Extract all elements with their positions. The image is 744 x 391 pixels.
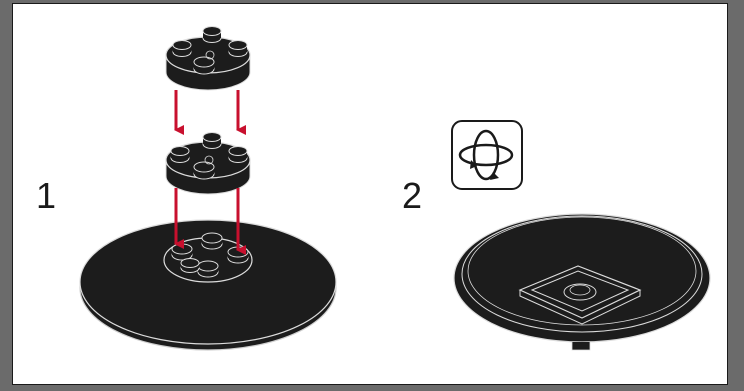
round-plate-2x2-top [166,27,250,91]
rotate-model-icon [452,121,522,189]
large-round-plate-underside [454,214,710,350]
large-round-plate [80,220,336,350]
round-plate-2x2-middle [166,133,250,195]
